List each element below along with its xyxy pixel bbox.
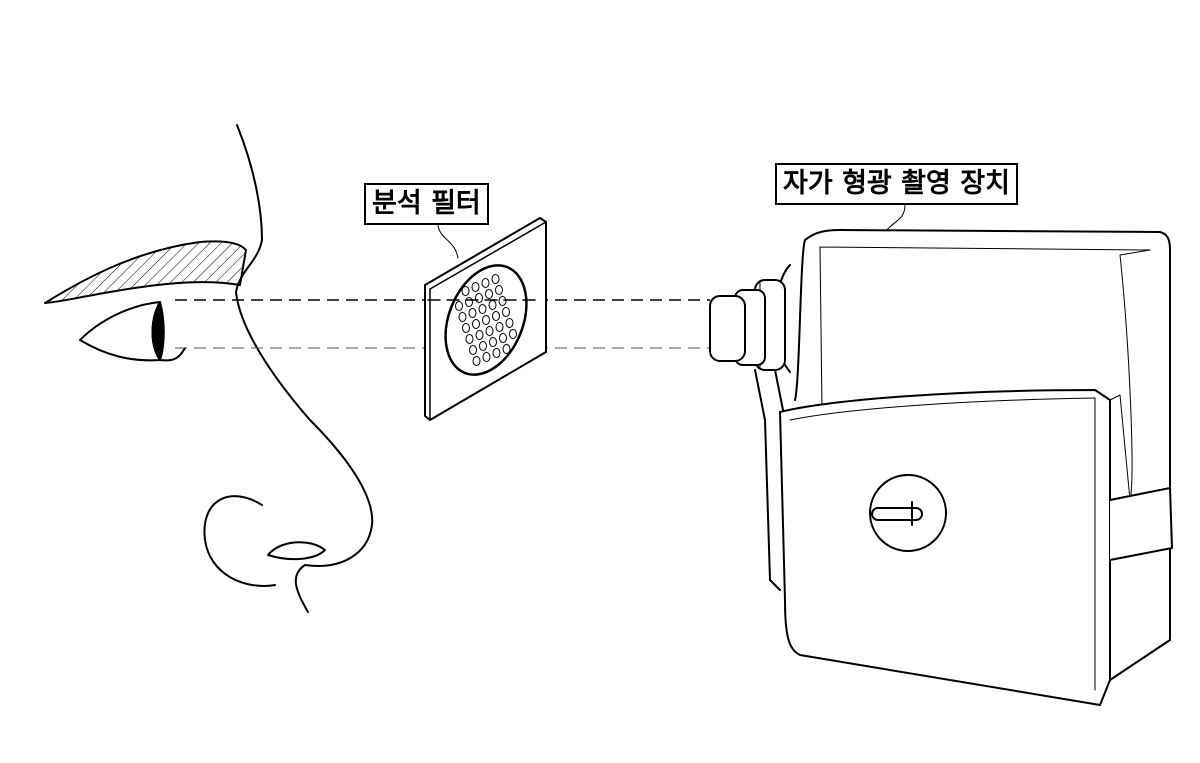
filter-hole [502, 307, 510, 317]
face-profile [203, 124, 374, 613]
filter-hole [468, 308, 477, 318]
filter-hole [492, 348, 501, 358]
filter-hole [472, 319, 480, 329]
filter-hole [482, 315, 490, 325]
filter-hole [471, 282, 480, 292]
analysis-filter [424, 217, 547, 421]
filter-hole [485, 289, 493, 299]
filter-hole [491, 274, 500, 284]
filter-hole [455, 301, 463, 311]
eyebrow [44, 240, 247, 304]
filter-hole [509, 329, 517, 339]
filter-hole [499, 333, 507, 343]
filter-hole [481, 278, 490, 288]
filter-hole [495, 285, 503, 295]
filter-hole [479, 341, 487, 351]
filter-hole [492, 311, 500, 321]
filter-hole [461, 286, 470, 296]
filter-hole [495, 322, 504, 332]
filter-hole [482, 352, 491, 362]
filter-hole [465, 334, 474, 344]
eye [79, 301, 186, 362]
filter-hole [502, 344, 511, 354]
filter-label: 분석 필터 [364, 183, 489, 225]
filter-hole [489, 337, 497, 347]
filter-hole [458, 312, 467, 322]
device-label: 자가 형광 촬영 장치 [775, 163, 1018, 205]
filter-hole [462, 323, 470, 333]
filter-hole [505, 318, 514, 328]
filter-hole [485, 326, 494, 336]
filter-hole [478, 304, 487, 314]
filter-hole [498, 296, 507, 306]
filter-leader-line [437, 224, 459, 259]
autofluorescence-imaging-device [709, 229, 1173, 706]
filter-hole [465, 297, 473, 307]
filter-hole [475, 293, 483, 303]
filter-hole [469, 345, 477, 355]
filter-hole [475, 330, 484, 340]
filter-hole [472, 356, 481, 366]
